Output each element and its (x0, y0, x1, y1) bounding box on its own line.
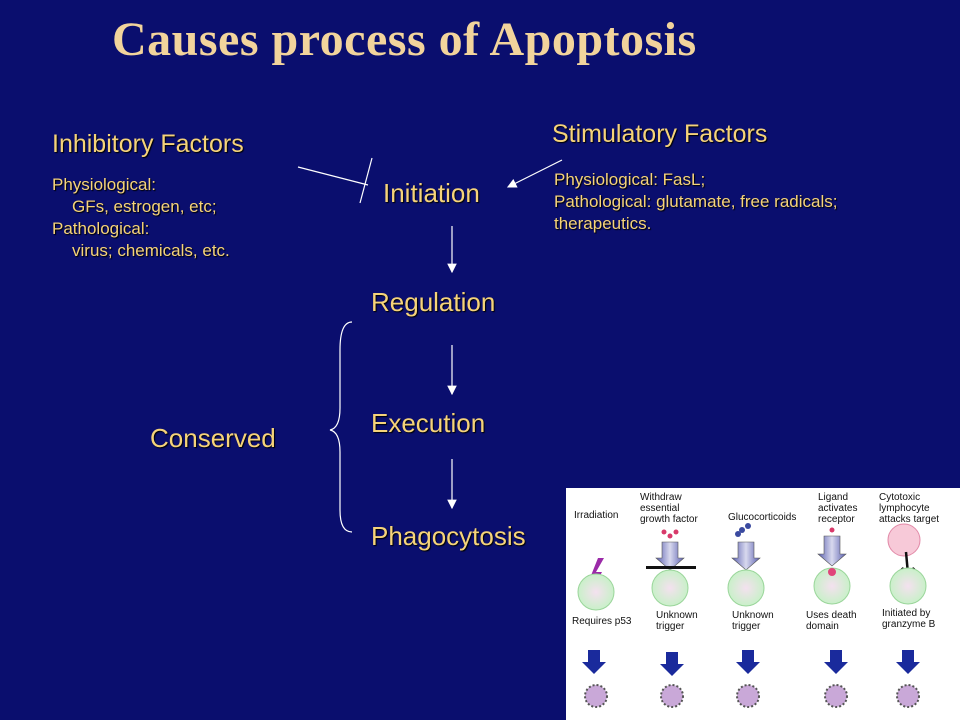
stimulatory-line: Physiological: FasL; (554, 170, 706, 189)
down-arrow-icon (736, 650, 760, 674)
figure-drawing (577, 523, 927, 708)
fig-mid-label: Uses death domain (806, 610, 857, 632)
down-arrow-icon (896, 650, 920, 674)
conserved-brace (329, 321, 353, 533)
cell-icon (889, 567, 927, 605)
inhibitory-line: virus; chemicals, etc. (72, 241, 230, 260)
inhibitory-line: Physiological: (52, 175, 156, 194)
page-title: Causes process of Apoptosis (112, 13, 697, 66)
glucocorticoid-icon (745, 523, 751, 529)
stimulatory-line: Pathological: glutamate, free radicals; (554, 192, 838, 211)
apoptotic-cell-icon (660, 684, 684, 708)
step-initiation: Initiation (383, 178, 480, 208)
apoptotic-cell-icon (896, 684, 920, 708)
inhibition-bar (359, 157, 373, 204)
down-arrow-icon (817, 535, 847, 567)
fig-mid-label: Unknown trigger (656, 610, 698, 632)
blocked-bar (646, 566, 696, 569)
inhibitory-line: Pathological: (52, 219, 150, 238)
cells-row (577, 567, 927, 611)
blue-arrows (582, 650, 920, 676)
down-arrow-icon (655, 541, 685, 571)
cell-icon (727, 569, 765, 607)
down-arrow-icon (660, 652, 684, 676)
cell-icon (651, 569, 689, 607)
down-arrow-icon (824, 650, 848, 674)
glucocorticoid-icon (739, 527, 745, 533)
cell-icon (577, 573, 615, 611)
inhibitory-list: Physiological: GFs, estrogen, etc; Patho… (52, 174, 230, 262)
inhibitory-heading: Inhibitory Factors (52, 130, 244, 158)
lymphocyte-icon (887, 523, 921, 557)
apoptotic-cell-icon (584, 684, 608, 708)
inhibitory-line: GFs, estrogen, etc; (72, 197, 217, 216)
fig-mid-label: Initiated by granzyme B (882, 608, 936, 630)
stimulatory-list: Physiological: FasL; Pathological: gluta… (554, 169, 838, 235)
inhibition-line (297, 166, 369, 186)
fig-top-label: Withdraw essential growth factor (640, 492, 698, 525)
trigger-arrows (655, 535, 847, 571)
stimulation-arrow (506, 159, 563, 188)
fig-top-label: Glucocorticoids (728, 512, 797, 523)
fig-mid-label: Unknown trigger (732, 610, 774, 632)
down-arrow-icon (582, 650, 606, 674)
glucocorticoid-icon (735, 531, 741, 537)
stimulatory-heading: Stimulatory Factors (552, 120, 768, 148)
fig-top-label: Irradiation (574, 510, 619, 521)
growth-factor-icon (661, 529, 667, 535)
stimulatory-line: therapeutics. (554, 214, 652, 233)
fig-mid-label: Requires p53 (572, 616, 632, 627)
fig-top-label: Cytotoxic lymphocyte attacks target (879, 492, 940, 525)
step-execution: Execution (371, 408, 486, 438)
apoptosis-triggers-figure: Irradiation Withdraw essential growth fa… (566, 488, 960, 720)
growth-factor-icon (673, 529, 679, 535)
apoptotic-cells (584, 684, 920, 708)
conserved-label: Conserved (150, 423, 276, 453)
apoptotic-cell-icon (824, 684, 848, 708)
ligand-icon (829, 527, 835, 533)
down-arrow-icon (731, 541, 761, 571)
step-phagocytosis: Phagocytosis (371, 521, 526, 551)
growth-factor-icon (667, 533, 673, 539)
step-regulation: Regulation (371, 287, 496, 317)
apoptotic-cell-icon (736, 684, 760, 708)
receptor-icon (828, 568, 836, 576)
fig-top-label: Ligand activates receptor (818, 492, 858, 525)
